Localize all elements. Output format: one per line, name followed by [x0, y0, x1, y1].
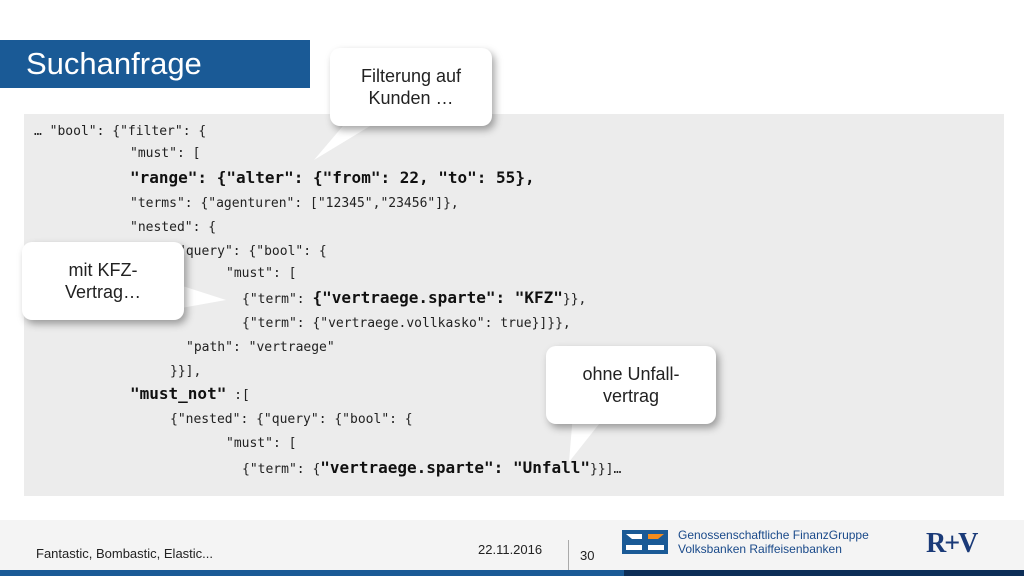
code-line-11: }}], — [170, 364, 202, 379]
code-line-8: {"term": {"vertraege.sparte": "KFZ"}}, — [242, 290, 586, 308]
code-line-15: {"term": {"vertraege.sparte": "Unfall"}}… — [242, 460, 621, 478]
code-line-10: "path": "vertraege" — [186, 340, 335, 355]
rv-logo: R+V — [926, 528, 978, 559]
code-line-3: "range": {"alter": {"from": 22, "to": 55… — [130, 170, 535, 188]
code-kfz-clause: {"vertraege.sparte": "KFZ" — [312, 288, 563, 307]
callout-kfz-tail — [170, 282, 226, 310]
code-line-2: "must": [ — [130, 146, 201, 161]
callout-unfall: ohne Unfall- vertrag — [546, 346, 716, 424]
bottom-strip-left — [0, 570, 624, 576]
code-term-prefix-2: {"term": { — [242, 462, 321, 477]
code-term-suffix: }}, — [562, 292, 587, 307]
org-name-line2: Volksbanken Raiffeisenbanken — [678, 542, 842, 556]
code-line-6: "query": {"bool": { — [178, 244, 327, 259]
footer-divider — [568, 540, 569, 570]
slide-title-bar: Suchanfrage — [0, 40, 310, 88]
org-name: Genossenschaftliche FinanzGruppe Volksba… — [678, 528, 869, 556]
footer-date: 22.11.2016 — [478, 542, 543, 557]
bottom-strip-right — [624, 570, 1024, 576]
code-line-5: "nested": { — [130, 220, 217, 235]
code-must-not-keyword: "must_not" — [130, 384, 227, 403]
footer-page-number: 30 — [580, 548, 595, 563]
callout-unfall-tail — [569, 414, 607, 462]
code-line-7: "must": [ — [226, 266, 297, 281]
code-range-clause: "range": {"alter": {"from": 22, "to": 55… — [130, 168, 535, 187]
slide-footer: Fantastic, Bombastic, Elastic... 22.11.2… — [0, 520, 1024, 576]
code-line-9: {"term": {"vertraege.vollkasko": true}]}… — [242, 316, 571, 331]
code-term-suffix-2: }}]… — [590, 462, 622, 477]
code-term-prefix: {"term": — [242, 292, 313, 307]
code-unfall-clause: "vertraege.sparte": "Unfall" — [320, 458, 590, 477]
code-line-1: … "bool": {"filter": { — [34, 124, 207, 139]
code-line-4: "terms": {"agenturen": ["12345","23456"]… — [130, 196, 459, 211]
footer-presentation-title: Fantastic, Bombastic, Elastic... — [36, 546, 214, 561]
slide-title: Suchanfrage — [26, 46, 202, 81]
volksbank-logo-icon — [622, 530, 668, 554]
callout-filter: Filterung auf Kunden … — [330, 48, 492, 126]
callout-filter-tail — [314, 120, 380, 160]
callout-kfz: mit KFZ- Vertrag… — [22, 242, 184, 320]
code-must-not-bracket: :[ — [226, 388, 250, 403]
code-line-13: {"nested": {"query": {"bool": { — [170, 412, 413, 427]
code-line-14: "must": [ — [226, 436, 297, 451]
org-name-line1: Genossenschaftliche FinanzGruppe — [678, 528, 869, 542]
code-line-12: "must_not" :[ — [130, 386, 250, 404]
